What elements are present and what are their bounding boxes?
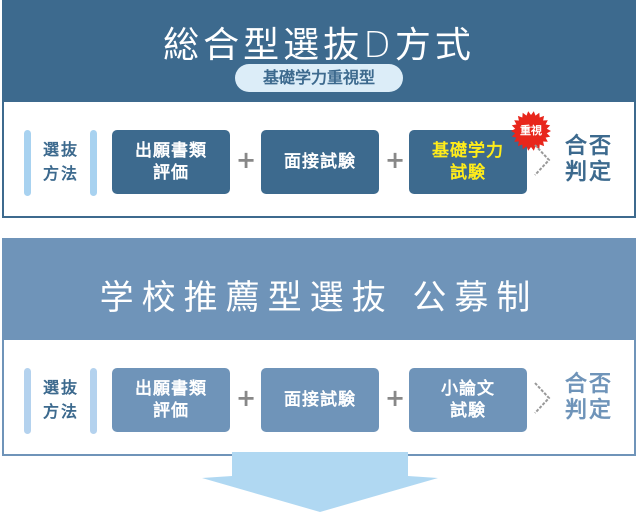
panel-title: 学校推薦型選抜 公募制 [99, 278, 539, 318]
step-text: 出願書類 [135, 379, 207, 399]
step-text: 基礎学力 [432, 141, 504, 161]
method-label-line1: 選抜 [42, 140, 79, 159]
bracket-bar-left [24, 368, 31, 434]
step-application-review: 出願書類評価 [112, 368, 230, 432]
panel-school-recommendation: 学校推薦型選抜 公募制 選抜 方法 出願書類評価 + 面接試験 + 小論文試験 … [2, 238, 636, 456]
result-judgement: 合否 判定 [558, 134, 620, 186]
result-judgement: 合否 判定 [558, 372, 620, 424]
method-label-line2: 方法 [42, 402, 79, 421]
bracket-bar-left [24, 130, 31, 196]
panel-ao-d-method: 総合型選抜D方式 基礎学力重視型 選抜 方法 出願書類評価 + 面接試験 + 基… [2, 0, 636, 218]
starburst-badge-icon [511, 111, 551, 151]
down-arrow-icon [202, 452, 438, 512]
step-text: 面接試験 [284, 152, 356, 172]
step-text: 試験 [450, 163, 486, 183]
panel-header: 総合型選抜D方式 基礎学力重視型 [4, 2, 634, 102]
step-text: 小論文 [441, 379, 495, 399]
chevron-right-icon [534, 382, 551, 414]
method-label: 選抜 方法 [38, 138, 84, 186]
step-text: 面接試験 [284, 390, 356, 410]
panel-header: 学校推薦型選抜 公募制 [4, 240, 634, 340]
step-text: 試験 [450, 401, 486, 421]
method-label-line2: 方法 [42, 164, 79, 183]
step-text: 出願書類 [135, 141, 207, 161]
step-text: 評価 [153, 401, 189, 421]
plus-icon: + [385, 146, 406, 174]
step-essay-test: 小論文試験 [409, 368, 527, 432]
step-text: 評価 [153, 163, 189, 183]
step-application-review: 出願書類評価 [112, 130, 230, 194]
bracket-bar-right [90, 130, 97, 196]
method-label: 選抜 方法 [38, 376, 84, 424]
bracket-bar-right [90, 368, 97, 434]
result-line1: 合否 [564, 372, 613, 397]
step-basic-academic-test: 基礎学力試験 [409, 130, 527, 194]
step-interview: 面接試験 [261, 368, 379, 432]
result-line2: 判定 [564, 398, 613, 423]
selection-flow: 選抜 方法 出願書類評価 + 面接試験 + 小論文試験 合否 判定 [4, 340, 634, 454]
step-interview: 面接試験 [261, 130, 379, 194]
result-line2: 判定 [564, 160, 613, 185]
plus-icon: + [236, 384, 257, 412]
plus-icon: + [385, 384, 406, 412]
subtitle-pill: 基礎学力重視型 [235, 64, 403, 92]
panel-title: 総合型選抜D方式 [163, 25, 475, 66]
result-line1: 合否 [564, 134, 613, 159]
method-label-line1: 選抜 [42, 378, 79, 397]
emphasis-badge: 重視 [520, 124, 542, 137]
selection-flow: 選抜 方法 出願書類評価 + 面接試験 + 基礎学力試験 重視 合否 判定 [4, 102, 634, 216]
plus-icon: + [236, 146, 257, 174]
chevron-right-icon [534, 144, 551, 176]
